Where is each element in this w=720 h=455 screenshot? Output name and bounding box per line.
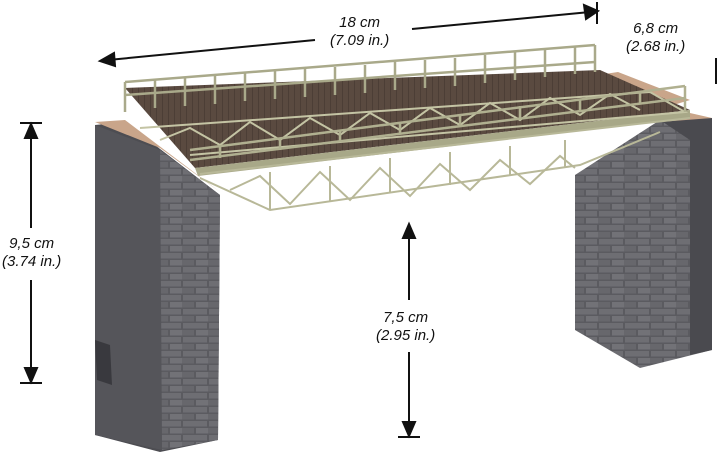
total-height-dimension-label: 9,5 cm (3.74 in.) (2, 235, 61, 271)
length-metric: 18 cm (339, 14, 381, 31)
width-dimension-label: 6,8 cm (2.68 in.) (626, 20, 685, 56)
clearance-height-imperial: (2.95 in.) (376, 327, 436, 344)
length-imperial: (7.09 in.) (330, 32, 390, 49)
total-height-metric: 9,5 cm (9, 235, 55, 252)
length-dimension-arrow (97, 2, 601, 68)
railing-far (123, 43, 597, 112)
width-imperial: (2.68 in.) (626, 38, 686, 55)
clearance-height-dimension-label: 7,5 cm (2.95 in.) (376, 309, 435, 345)
width-metric: 6,8 cm (633, 20, 679, 37)
total-height-dimension-arrow (20, 121, 42, 385)
clearance-height-dimension-arrow (398, 221, 420, 439)
bridge-truss (199, 117, 691, 212)
length-dimension-label: 18 cm (7.09 in.) (330, 14, 389, 50)
left-abutment (95, 120, 220, 452)
clearance-height-metric: 7,5 cm (383, 309, 429, 326)
total-height-imperial: (3.74 in.) (2, 253, 62, 270)
railing-near (189, 84, 687, 162)
